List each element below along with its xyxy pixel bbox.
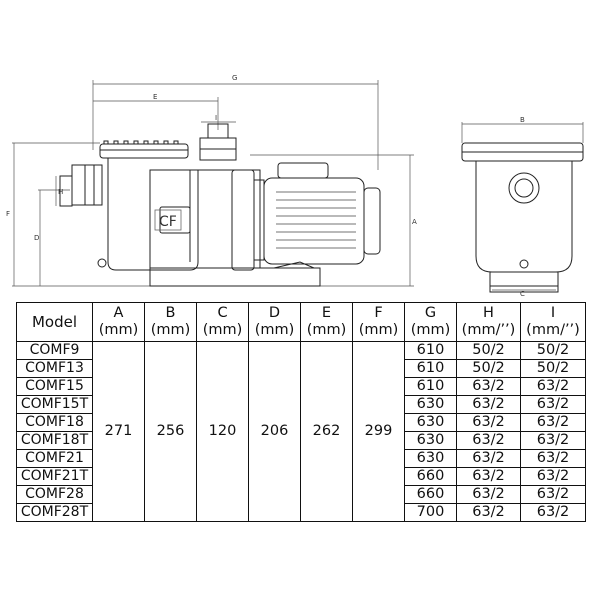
value-g: 630 [404,395,457,414]
model-cell: COMF13 [16,359,93,378]
table-row: COMF18 630 63/2 63/2 [16,413,586,432]
header-c: C(mm) [196,302,249,342]
value-d: 206 [248,341,301,522]
value-i: 63/2 [520,377,586,396]
value-i: 50/2 [520,341,586,360]
label-b: B [520,116,525,124]
value-a: 271 [92,341,145,522]
pump-technical-drawing: CF G E I A F D H B C [6,74,584,298]
value-i: 63/2 [520,431,586,450]
value-g: 630 [404,449,457,468]
table-row: COMF21 630 63/2 63/2 [16,449,586,468]
value-c: 120 [196,341,249,522]
value-g: 630 [404,413,457,432]
value-g: 660 [404,485,457,504]
table-row: COMF9 271 256 120 206 262 299 610 50/2 5… [16,341,586,522]
value-h: 63/2 [456,413,521,432]
table-row: COMF15T 630 63/2 63/2 [16,395,586,414]
value-h: 63/2 [456,431,521,450]
label-a: A [412,218,417,226]
label-c: C [520,290,525,298]
value-h: 63/2 [456,395,521,414]
value-g: 700 [404,503,457,522]
table-row: COMF13 610 50/2 50/2 [16,359,586,378]
table-row: COMF28 660 63/2 63/2 [16,485,586,504]
value-g: 610 [404,377,457,396]
dimension-e [93,97,219,130]
value-h: 63/2 [456,449,521,468]
value-h: 63/2 [456,485,521,504]
dimension-b [461,122,584,143]
value-b: 256 [144,341,197,522]
value-i: 63/2 [520,413,586,432]
label-e: E [153,93,157,101]
header-a: A(mm) [92,302,145,342]
dimensions-table: Model A(mm) B(mm) C(mm) D(mm) E(mm) F(mm… [16,302,586,522]
pump-side-view [59,123,381,287]
model-cell: COMF21T [16,467,93,486]
model-cell: COMF18 [16,413,93,432]
value-h: 50/2 [456,359,521,378]
value-h: 50/2 [456,341,521,360]
model-cell: COMF15T [16,395,93,414]
table-header-row: Model A(mm) B(mm) C(mm) D(mm) E(mm) F(mm… [16,302,586,342]
value-f: 299 [352,341,405,522]
header-e: E(mm) [300,302,353,342]
header-b: B(mm) [144,302,197,342]
header-i: I(mm/’’) [520,302,586,342]
value-i: 63/2 [520,449,586,468]
header-f: F(mm) [352,302,405,342]
dimension-f [12,142,150,287]
value-g: 610 [404,359,457,378]
value-g: 630 [404,431,457,450]
table-row: COMF18T 630 63/2 63/2 [16,431,586,450]
brand-logo: CF [154,209,182,231]
table-row: COMF28T 700 63/2 63/2 [16,503,586,522]
pump-end-view [461,142,584,293]
model-cell: COMF28 [16,485,93,504]
value-i: 63/2 [520,503,586,522]
value-h: 63/2 [456,467,521,486]
value-h: 63/2 [456,377,521,396]
label-d: D [34,234,39,242]
model-cell: COMF28T [16,503,93,522]
model-cell: COMF21 [16,449,93,468]
header-h: H(mm/’’) [456,302,521,342]
value-i: 63/2 [520,485,586,504]
table-row: COMF15 610 63/2 63/2 [16,377,586,396]
model-cell: COMF15 [16,377,93,396]
value-g: 660 [404,467,457,486]
header-model: Model [16,302,93,342]
dimension-d [38,189,70,286]
value-h: 63/2 [456,503,521,522]
header-g: G(mm) [404,302,457,342]
header-d: D(mm) [248,302,301,342]
value-e: 262 [300,341,353,522]
value-g: 610 [404,341,457,360]
value-i: 63/2 [520,395,586,414]
label-i: I [215,114,217,122]
label-f: F [6,210,10,218]
label-g: G [232,74,237,82]
value-i: 50/2 [520,359,586,378]
model-cell: COMF18T [16,431,93,450]
value-i: 63/2 [520,467,586,486]
model-cell: COMF9 [16,341,93,360]
label-h: H [58,188,63,196]
logo-text: CF [159,214,177,230]
dimension-a [250,154,414,287]
